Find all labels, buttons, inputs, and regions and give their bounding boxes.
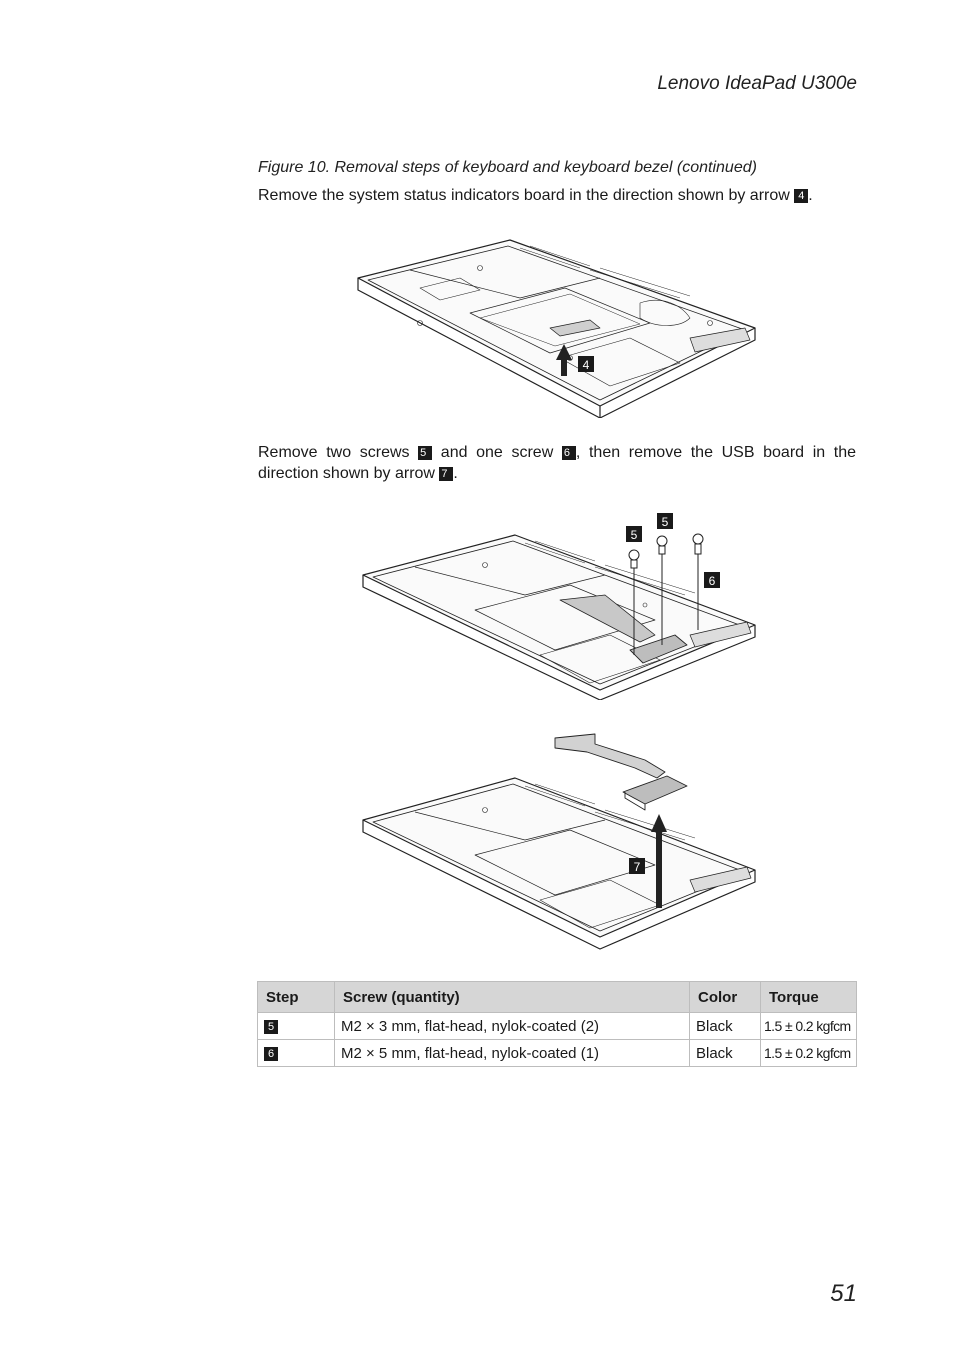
screw-icon (628, 533, 704, 569)
step567-instruction: Remove two screws 5 and one screw 6, the… (258, 442, 856, 484)
step567-text-2: and one screw (432, 444, 562, 461)
table-row: 6 M2 × 5 mm, flat-head, nylok-coated (1)… (257, 1039, 857, 1067)
cell-torque: 1.5 ± 0.2 kgfcm (760, 1039, 857, 1067)
arrow-icon (556, 344, 572, 376)
cell-color: Black (689, 1039, 761, 1067)
step-badge-5: 5 (418, 446, 433, 460)
figure-status-board-removal: 4 (350, 228, 770, 423)
table-row: 5 M2 × 3 mm, flat-head, nylok-coated (2)… (257, 1012, 857, 1040)
header-screw: Screw (quantity) (334, 981, 690, 1013)
step567-text-3: , then remove the USB board in the direc… (258, 444, 857, 482)
header-step: Step (257, 981, 335, 1013)
table-header-row: Step Screw (quantity) Color Torque (257, 981, 857, 1013)
cell-torque: 1.5 ± 0.2 kgfcm (760, 1012, 857, 1040)
header-torque: Torque (760, 981, 857, 1013)
document-header-title: Lenovo IdeaPad U300e (657, 73, 857, 94)
step4-text-after: . (808, 187, 813, 204)
laptop-base-illustration-1: 4 (357, 239, 756, 419)
header-color: Color (689, 981, 761, 1013)
page-number: 51 (830, 1280, 857, 1307)
cell-step: 5 (257, 1012, 335, 1040)
cell-color: Black (689, 1012, 761, 1040)
cell-screw: M2 × 5 mm, flat-head, nylok-coated (1) (334, 1039, 690, 1067)
arrow-icon (651, 814, 667, 908)
step-badge: 6 (264, 1046, 278, 1061)
laptop-base-illustration-2: 5 5 6 (362, 513, 756, 701)
screw-leader-lines (633, 550, 699, 655)
step-badge: 5 (264, 1019, 278, 1034)
cell-screw: M2 × 3 mm, flat-head, nylok-coated (2) (334, 1012, 690, 1040)
callout-5a: 5 (631, 528, 638, 542)
laptop-base-illustration-3: 7 (362, 733, 756, 950)
callout-7: 7 (634, 860, 641, 874)
figure-caption: Figure 10. Removal steps of keyboard and… (258, 159, 757, 176)
step-badge-4: 4 (794, 189, 809, 203)
cell-step: 6 (257, 1039, 335, 1067)
callout-5b: 5 (662, 515, 669, 529)
callout-6: 6 (709, 574, 716, 588)
screw-specification-table: Step Screw (quantity) Color Torque 5 M2 … (257, 981, 857, 1067)
step4-instruction: Remove the system status indicators boar… (258, 185, 856, 206)
callout-4: 4 (583, 358, 590, 372)
figure-usb-board-removal: 7 (355, 730, 765, 960)
step-badge-7: 7 (439, 467, 454, 481)
step567-text-1: Remove two screws (258, 444, 419, 461)
figure-usb-board-screws: 5 5 6 (355, 505, 765, 705)
step4-text-before: Remove the system status indicators boar… (258, 187, 795, 204)
step-badge-6: 6 (561, 446, 576, 460)
step567-text-4: . (453, 465, 458, 482)
